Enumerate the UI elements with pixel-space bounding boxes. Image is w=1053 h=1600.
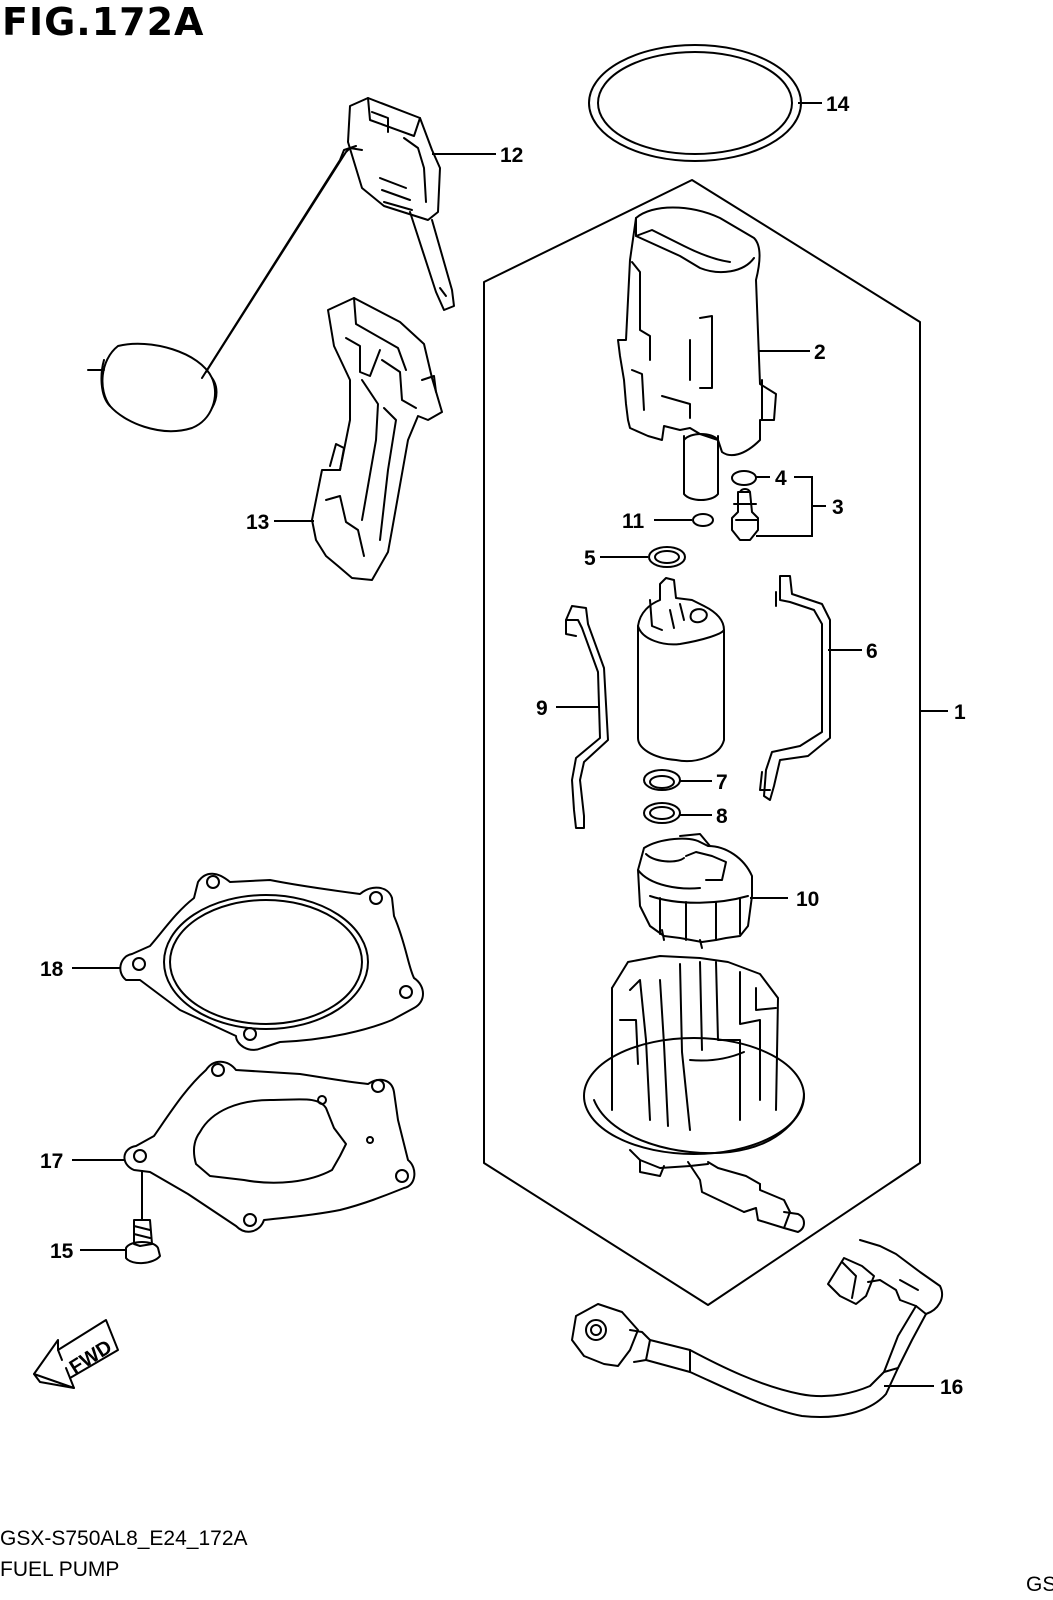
callout-1: 1 (954, 701, 966, 724)
callout-17: 17 (40, 1150, 63, 1173)
callout-4: 4 (775, 467, 787, 490)
clip-left (565, 605, 609, 829)
gasket-18 (119, 872, 424, 1051)
callout-8: 8 (716, 805, 728, 828)
o-ring-8 (643, 802, 681, 824)
pump-base-flange (583, 955, 805, 1233)
model-code: GSX-S750AL8_E24_172A (0, 1527, 248, 1550)
callout-7: 7 (716, 771, 728, 794)
o-ring-7 (643, 769, 681, 791)
callout-16: 16 (940, 1376, 963, 1399)
callout-6: 6 (866, 640, 878, 663)
callout-9: 9 (536, 697, 548, 720)
o-ring-5 (648, 546, 686, 568)
section-name: FUEL PUMP (0, 1558, 120, 1581)
fwd-arrow (33, 1319, 119, 1389)
pump-holder-cover (617, 206, 777, 457)
float (87, 342, 218, 433)
fuel-level-sender (201, 97, 455, 379)
wire-harness (571, 1239, 944, 1418)
sender-bracket (311, 297, 443, 581)
callout-13: 13 (246, 511, 269, 534)
o-ring-large (588, 44, 802, 162)
leader-3 (756, 476, 826, 537)
plate-17 (123, 1060, 416, 1233)
assembly-outline (483, 179, 921, 1306)
figure-title: FIG.172A (2, 0, 205, 44)
washer-11 (692, 513, 714, 527)
callout-3: 3 (832, 496, 844, 519)
fuel-pump-motor (637, 577, 725, 762)
callout-2: 2 (814, 341, 826, 364)
callout-10: 10 (796, 888, 819, 911)
callout-11: 11 (622, 510, 645, 533)
corner-tag: GS (1026, 1573, 1053, 1596)
callout-15: 15 (50, 1240, 74, 1263)
pump-seat (637, 833, 753, 949)
callout-18: 18 (40, 958, 64, 981)
clip-right (759, 575, 831, 801)
callout-12: 12 (500, 144, 523, 167)
regulator-tube (683, 433, 719, 501)
o-ring-4 (731, 470, 757, 486)
bolt-15 (125, 1219, 161, 1264)
pressure-regulator (731, 488, 759, 541)
leader-17 (72, 1159, 143, 1220)
callout-14: 14 (826, 93, 850, 116)
callout-5: 5 (584, 547, 596, 570)
